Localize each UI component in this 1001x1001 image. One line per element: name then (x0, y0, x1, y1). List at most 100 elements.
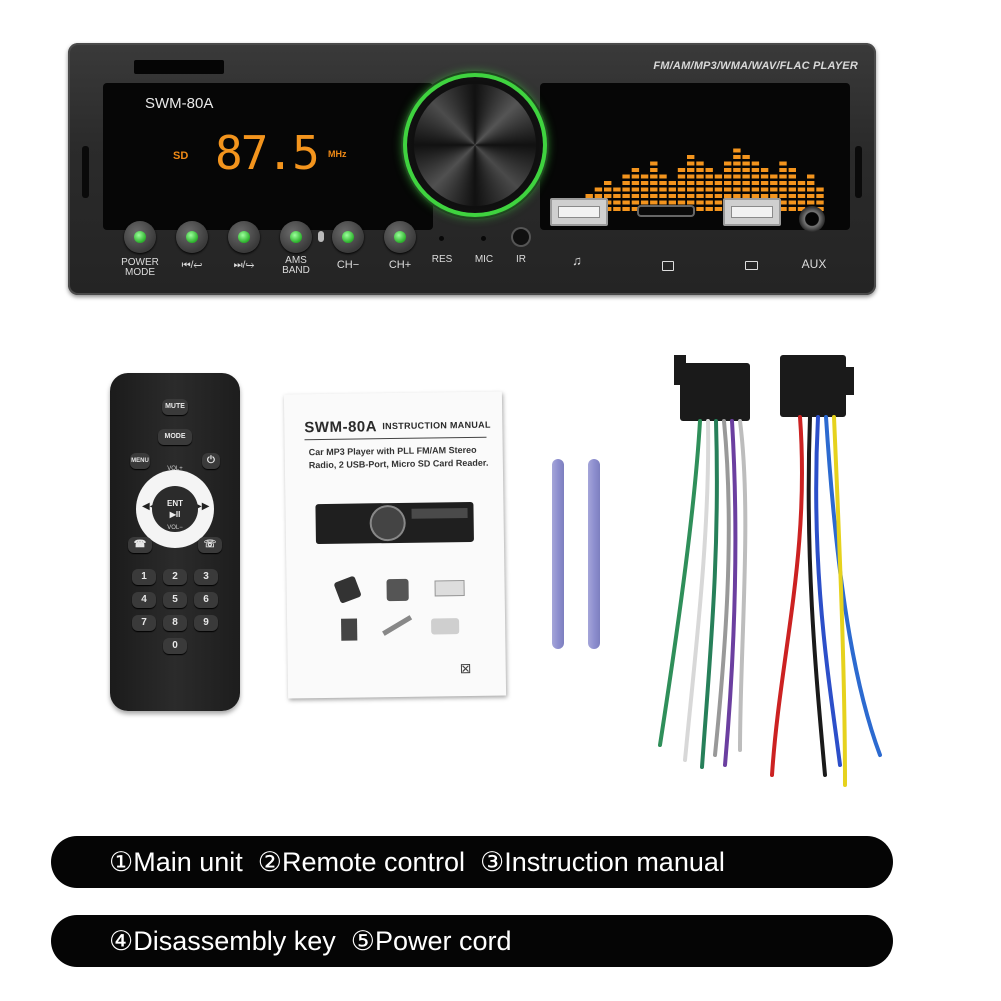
eq-segment (622, 187, 630, 192)
power-mode-label: POWER MODE (121, 257, 159, 278)
ams-band-button[interactable] (280, 221, 312, 253)
charger-icon (431, 618, 460, 635)
eq-segment (696, 161, 704, 166)
eq-segment (751, 174, 760, 179)
eq-segment (779, 200, 787, 205)
eq-segment (594, 187, 603, 192)
microphone-icon (318, 231, 324, 242)
vol-down-label: VOL− (167, 525, 183, 531)
mic-hole (481, 236, 486, 241)
music-note-icon: ♫ (572, 253, 582, 268)
recycle-bin-icon: ⊠ (459, 659, 472, 677)
menu-button[interactable]: MENU (130, 453, 150, 469)
remote-mode-button[interactable]: MODE (158, 429, 192, 445)
led-icon (290, 231, 302, 243)
eq-segment (640, 200, 649, 205)
eq-segment (668, 187, 676, 192)
usb-port-music[interactable] (550, 198, 608, 226)
eq-segment (797, 200, 806, 205)
eq-segment (760, 187, 769, 192)
eq-segment (687, 187, 695, 192)
eq-segment (779, 161, 787, 166)
enter-play-button[interactable]: ENT ▶II (152, 486, 198, 532)
eq-segment (733, 148, 741, 153)
usb-port-inner (731, 206, 773, 218)
eq-segment (650, 194, 658, 198)
volume-knob[interactable] (414, 84, 536, 206)
reset-label: RES (431, 254, 453, 265)
eq-segment (816, 194, 824, 198)
ch-minus-label: CH− (336, 259, 360, 271)
key-2[interactable]: 2 (163, 569, 187, 585)
eq-segment (724, 181, 732, 185)
call-answer-button[interactable]: ☎ (128, 537, 152, 553)
battery-icon (745, 261, 758, 270)
lcd-display-left: SWM-80A SD 87.5 MHz (103, 83, 433, 230)
eq-segment (659, 187, 667, 192)
disassembly-key-1 (552, 459, 564, 649)
reset-hole[interactable] (439, 236, 444, 241)
wire-blue-2 (824, 415, 882, 757)
mute-button[interactable]: MUTE (162, 399, 188, 415)
eq-segment (714, 200, 723, 205)
eq-segment (770, 194, 778, 198)
eq-segment (714, 207, 723, 211)
wire-green (658, 419, 702, 747)
key-4[interactable]: 4 (132, 592, 156, 608)
format-tagline: FM/AM/MP3/WMA/WAV/FLAC PLAYER (653, 60, 858, 72)
key-8[interactable]: 8 (163, 615, 187, 631)
rewind-icon: ◀◀ (142, 501, 158, 512)
eq-segment (788, 168, 796, 172)
ch-plus-button[interactable] (384, 221, 416, 253)
key-9[interactable]: 9 (194, 615, 218, 631)
key-6[interactable]: 6 (194, 592, 218, 608)
key-7[interactable]: 7 (132, 615, 156, 631)
micro-sd-slot[interactable] (639, 207, 693, 215)
aux-jack[interactable] (799, 206, 825, 232)
eq-segment (705, 168, 713, 172)
eq-segment (640, 181, 649, 185)
key-0[interactable]: 0 (163, 638, 187, 654)
eq-segment (687, 174, 695, 179)
eq-segment (724, 194, 732, 198)
eq-segment (714, 187, 723, 192)
disassembly-key-2 (588, 459, 600, 649)
eq-segment (807, 187, 815, 192)
eq-segment (696, 181, 704, 185)
usb-stick-icon (434, 580, 465, 597)
connector-left (680, 363, 750, 421)
power-icon[interactable]: ⏻ (202, 453, 220, 469)
ch-minus-button[interactable] (332, 221, 364, 253)
directional-pad[interactable]: ◀◀ ▶▶ ENT ▶II (136, 470, 214, 548)
eq-segment (760, 194, 769, 198)
eq-segment (640, 187, 649, 192)
power-cord (658, 355, 882, 787)
eq-segment (751, 194, 760, 198)
call-hangup-button[interactable]: ☏ (198, 537, 222, 553)
eq-segment (705, 194, 713, 198)
manual-title: INSTRUCTION MANUAL (382, 419, 491, 432)
eq-segment (631, 174, 640, 179)
eq-segment (779, 181, 787, 185)
prev-button[interactable] (176, 221, 208, 253)
caption-bar-1: ①Main unit ②Remote control ③Instruction … (51, 836, 893, 888)
eq-segment (733, 161, 741, 166)
connector-right-clip (840, 367, 854, 395)
eq-segment (760, 181, 769, 185)
usb-port-charge[interactable] (723, 198, 781, 226)
key-3[interactable]: 3 (194, 569, 218, 585)
eq-segment (714, 174, 723, 179)
eq-segment (742, 174, 750, 179)
power-mode-button[interactable] (124, 221, 156, 253)
eq-segment (733, 181, 741, 185)
key-1[interactable]: 1 (132, 569, 156, 585)
key-5[interactable]: 5 (163, 592, 187, 608)
display-source: SD (173, 150, 189, 162)
eq-segment (668, 200, 676, 205)
eq-segment (631, 207, 640, 211)
led-icon (342, 231, 354, 243)
eq-segment (779, 207, 787, 211)
eq-segment (742, 187, 750, 192)
eq-segment (724, 161, 732, 166)
next-button[interactable] (228, 221, 260, 253)
